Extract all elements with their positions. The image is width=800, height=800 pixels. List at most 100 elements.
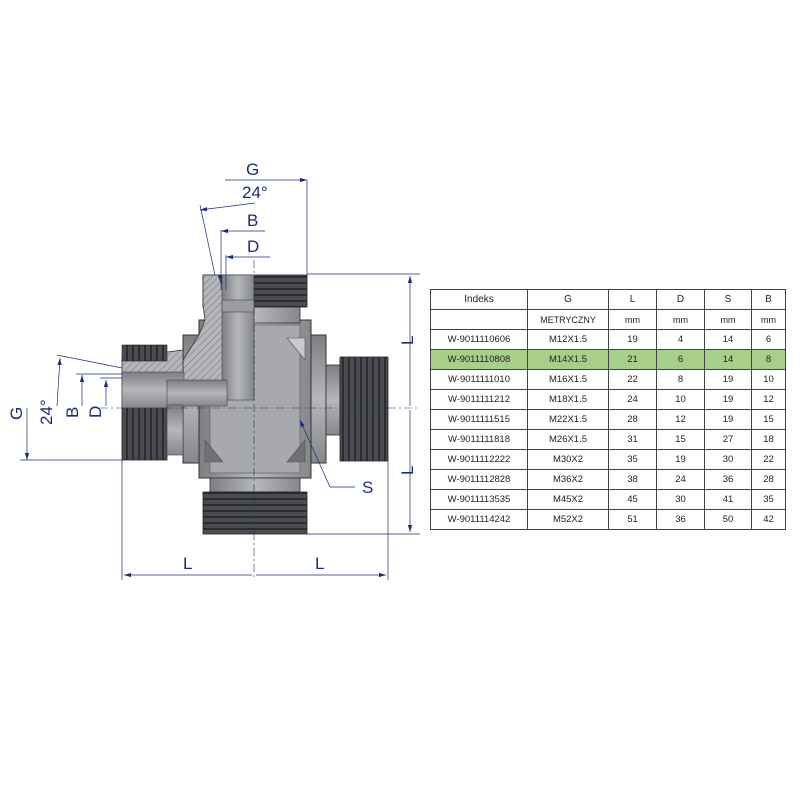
cell-d: 15 bbox=[656, 429, 705, 450]
cell-g: M16X1.5 bbox=[527, 369, 609, 390]
cell-s: 19 bbox=[704, 409, 752, 430]
spec-table: Indeks G L D S B METRYCZNY mm mm mm mm W… bbox=[430, 289, 786, 530]
cell-l: 45 bbox=[608, 489, 657, 510]
header-l: L bbox=[608, 289, 657, 310]
cell-s: 41 bbox=[704, 489, 752, 510]
cell-g: M30X2 bbox=[527, 449, 609, 470]
cell-b: 42 bbox=[751, 509, 786, 530]
cell-g: M26X1.5 bbox=[527, 429, 609, 450]
bottom-port bbox=[202, 477, 308, 535]
cell-indeks: W-9011113535 bbox=[430, 489, 528, 510]
label-left-d: D bbox=[86, 406, 105, 418]
header-row: Indeks G L D S B bbox=[430, 289, 786, 310]
header-d: D bbox=[656, 289, 705, 310]
cell-b: 18 bbox=[751, 429, 786, 450]
cell-d: 10 bbox=[656, 389, 705, 410]
label-right-l-lower: L bbox=[398, 466, 417, 475]
cell-g: M12X1.5 bbox=[527, 329, 609, 350]
cell-b: 6 bbox=[751, 329, 786, 350]
cell-indeks: W-9011112828 bbox=[430, 469, 528, 490]
cell-g: M45X2 bbox=[527, 489, 609, 510]
unit-l: mm bbox=[608, 309, 657, 330]
right-port bbox=[325, 356, 389, 462]
cell-indeks: W-9011111212 bbox=[430, 389, 528, 410]
cell-indeks: W-9011110808 bbox=[430, 349, 528, 370]
cell-indeks: W-9011111515 bbox=[430, 409, 528, 430]
cell-d: 4 bbox=[656, 329, 705, 350]
cell-s: 19 bbox=[704, 389, 752, 410]
dimension-labels: G 24° B D G 24° B D L L L L S bbox=[7, 160, 417, 573]
dimension-lines bbox=[20, 177, 420, 580]
cell-l: 31 bbox=[608, 429, 657, 450]
label-wrench-s: S bbox=[362, 478, 373, 497]
cell-b: 10 bbox=[751, 369, 786, 390]
unit-b: mm bbox=[751, 309, 786, 330]
cell-l: 19 bbox=[608, 329, 657, 350]
label-top-d: D bbox=[247, 237, 259, 256]
cell-s: 14 bbox=[704, 329, 752, 350]
label-top-b: B bbox=[247, 211, 258, 230]
centerlines bbox=[100, 260, 420, 580]
cell-g: M52X2 bbox=[527, 509, 609, 530]
cell-d: 36 bbox=[656, 509, 705, 530]
cell-b: 28 bbox=[751, 469, 786, 490]
unit-indeks bbox=[430, 309, 528, 330]
cell-s: 50 bbox=[704, 509, 752, 530]
cell-l: 35 bbox=[608, 449, 657, 470]
cell-g: M18X1.5 bbox=[527, 389, 609, 410]
cell-l: 28 bbox=[608, 409, 657, 430]
header-b: B bbox=[751, 289, 786, 310]
cell-d: 6 bbox=[656, 349, 705, 370]
cell-indeks: W-9011112222 bbox=[430, 449, 528, 470]
cell-d: 30 bbox=[656, 489, 705, 510]
unit-d: mm bbox=[656, 309, 705, 330]
cell-g: M22X1.5 bbox=[527, 409, 609, 430]
cell-s: 27 bbox=[704, 429, 752, 450]
header-indeks: Indeks bbox=[430, 289, 528, 310]
label-bottom-l-left: L bbox=[183, 554, 192, 573]
cell-s: 19 bbox=[704, 369, 752, 390]
cell-indeks: W-9011111010 bbox=[430, 369, 528, 390]
label-bottom-l-right: L bbox=[315, 554, 324, 573]
label-left-b: B bbox=[63, 407, 82, 418]
cell-d: 19 bbox=[656, 449, 705, 470]
header-g: G bbox=[527, 289, 609, 310]
label-right-l-upper: L bbox=[398, 336, 417, 345]
left-port bbox=[121, 344, 228, 461]
top-port bbox=[182, 274, 308, 401]
label-left-g: G bbox=[7, 407, 26, 420]
label-top-angle: 24° bbox=[242, 183, 268, 202]
cell-s: 14 bbox=[704, 349, 752, 370]
cell-l: 51 bbox=[608, 509, 657, 530]
cell-indeks: W-9011114242 bbox=[430, 509, 528, 530]
cell-g: M14X1.5 bbox=[527, 349, 609, 370]
cell-l: 24 bbox=[608, 389, 657, 410]
cell-b: 12 bbox=[751, 389, 786, 410]
cell-d: 24 bbox=[656, 469, 705, 490]
unit-row: METRYCZNY mm mm mm mm bbox=[430, 309, 786, 330]
cell-g: M36X2 bbox=[527, 469, 609, 490]
cell-indeks: W-9011110606 bbox=[430, 329, 528, 350]
cell-l: 22 bbox=[608, 369, 657, 390]
cell-b: 15 bbox=[751, 409, 786, 430]
label-left-angle: 24° bbox=[37, 399, 56, 425]
cell-b: 8 bbox=[751, 349, 786, 370]
header-s: S bbox=[704, 289, 752, 310]
cell-s: 30 bbox=[704, 449, 752, 470]
cell-l: 21 bbox=[608, 349, 657, 370]
cell-b: 22 bbox=[751, 449, 786, 470]
cell-b: 35 bbox=[751, 489, 786, 510]
cell-indeks: W-9011111818 bbox=[430, 429, 528, 450]
cell-d: 12 bbox=[656, 409, 705, 430]
